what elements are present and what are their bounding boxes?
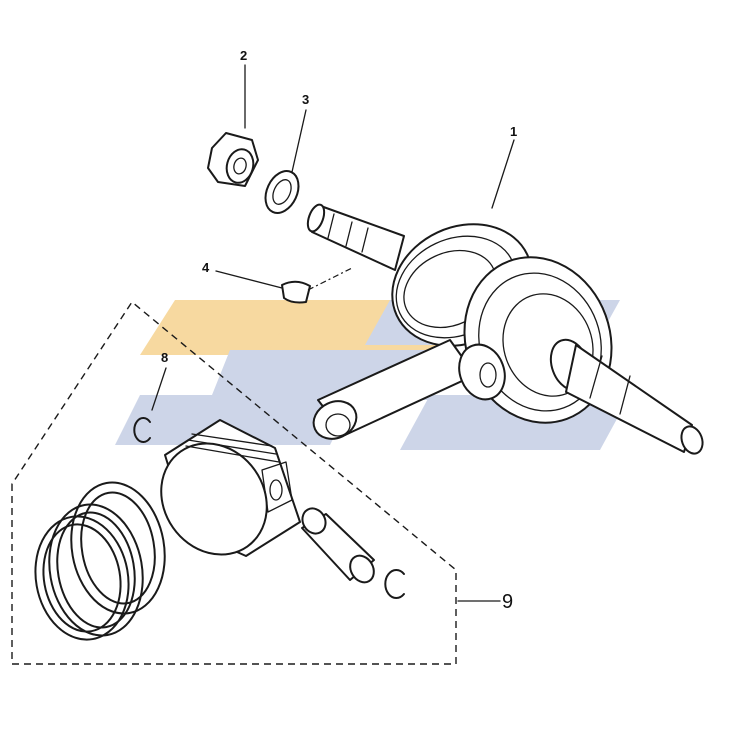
callout-9: 9 xyxy=(502,591,513,613)
callout-4: 4 xyxy=(202,260,210,275)
circlip-icon xyxy=(133,417,405,599)
callout-1: 1 xyxy=(510,124,517,139)
piston-kit-boundary xyxy=(11,300,457,665)
piston-rings-icon xyxy=(34,481,166,641)
nut-icon xyxy=(207,132,259,187)
piston-icon xyxy=(160,419,301,557)
woodruff-key-icon xyxy=(281,267,353,304)
callout-8: 8 xyxy=(161,350,168,365)
callout-2: 2 xyxy=(240,48,247,63)
piston-pin-icon xyxy=(301,507,375,584)
washer-icon xyxy=(264,170,300,214)
callout-3: 3 xyxy=(302,92,309,107)
leader-lines xyxy=(151,64,515,602)
crankshaft-icon xyxy=(306,203,704,455)
